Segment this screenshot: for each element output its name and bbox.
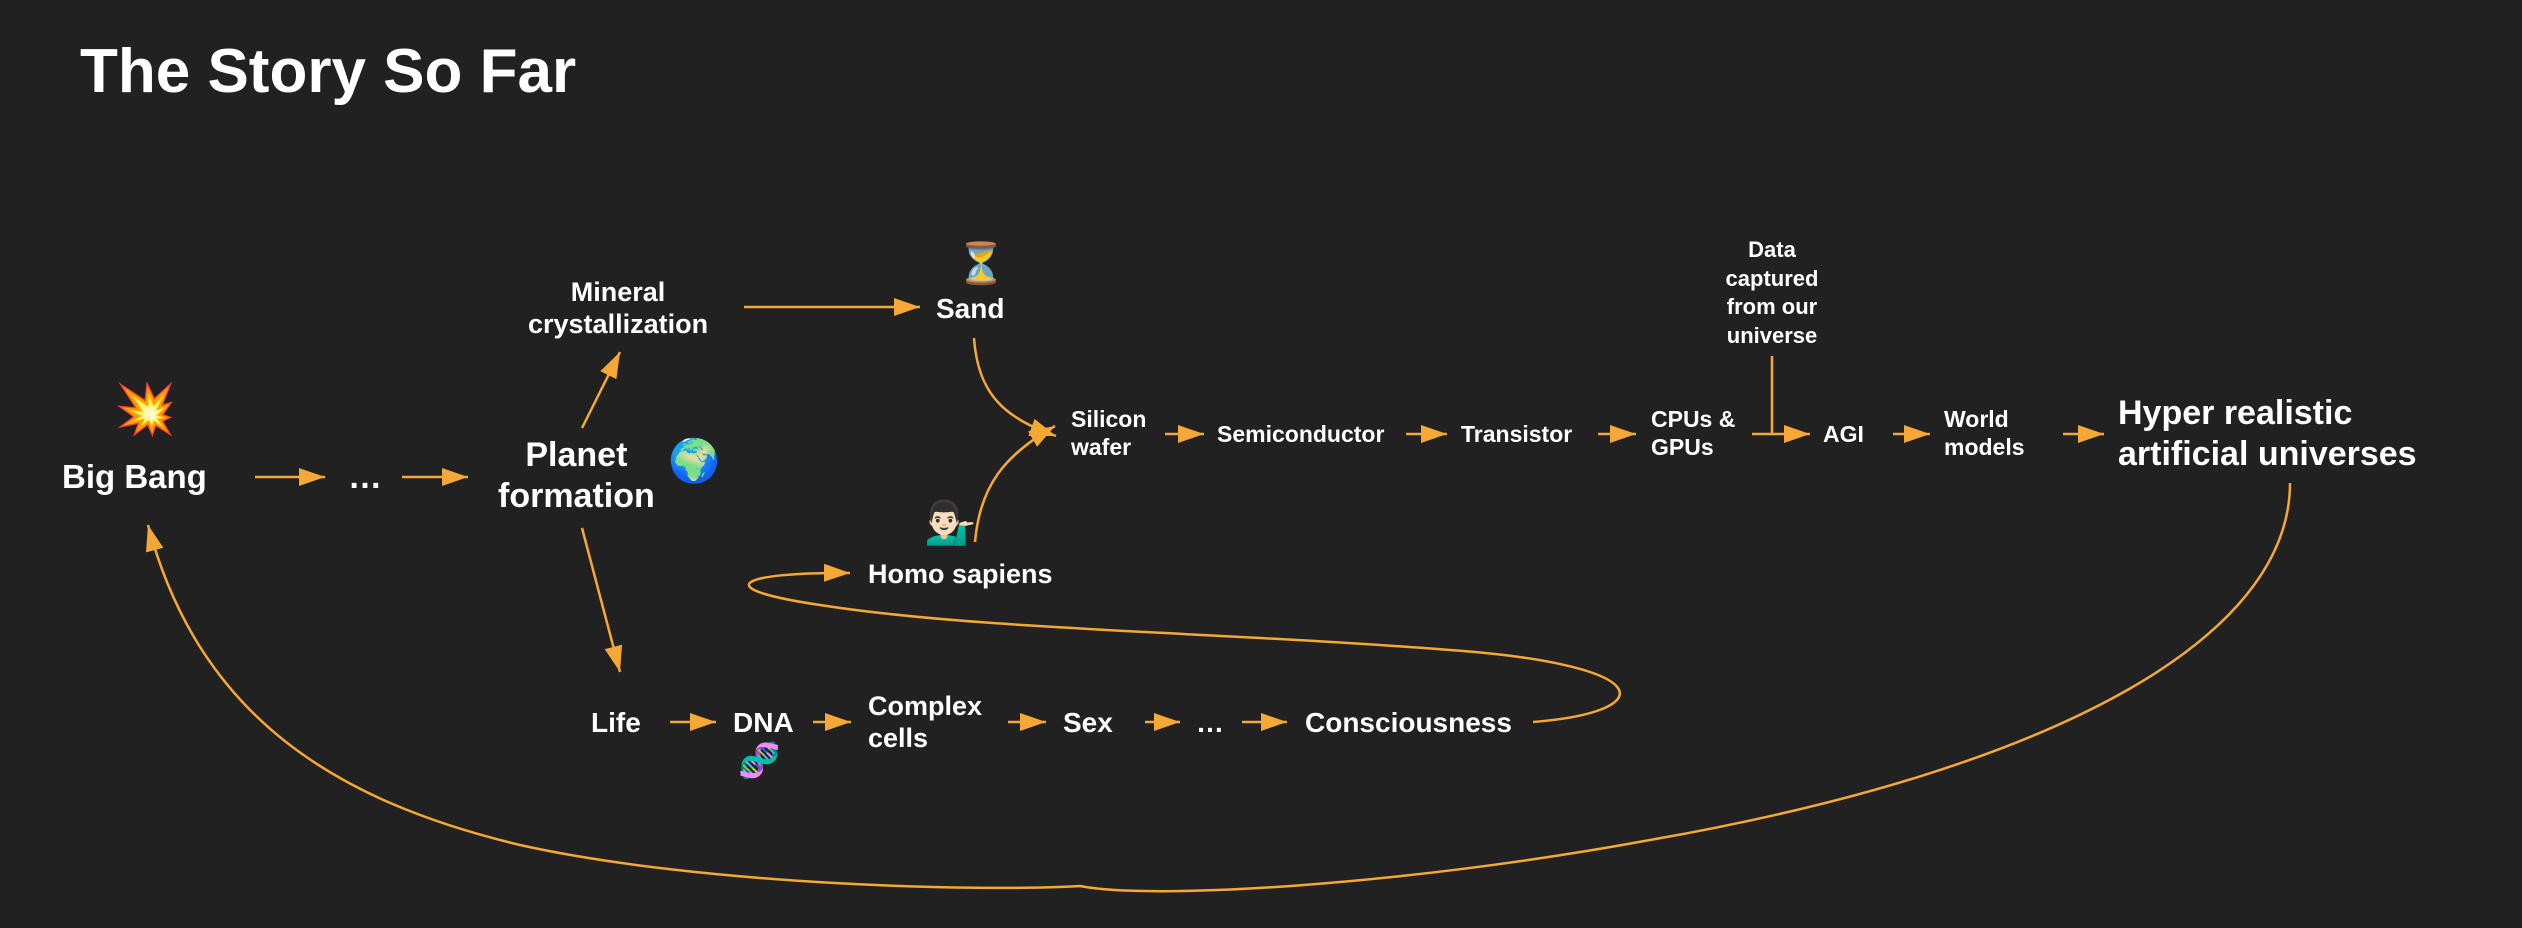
node-consciousness: Consciousness (1305, 706, 1512, 740)
node-data-line-2: captured (1725, 265, 1819, 291)
node-life: Life (591, 706, 641, 740)
node-world-line-1: World (1944, 406, 2009, 432)
page-title: The Story So Far (80, 37, 577, 106)
node-dna-label: DNA (733, 707, 794, 738)
node-mineral-crystallization: Mineral crystallization (528, 276, 708, 341)
node-big-bang-label: Big Bang (62, 458, 207, 495)
arrow-sand-silicon (972, 337, 1057, 438)
explosion-icon: 💥 (114, 380, 177, 438)
node-sex: Sex (1063, 706, 1113, 740)
node-cpus-line-2: GPUs (1651, 433, 1714, 460)
arrow-hyper-bigbang (146, 482, 2292, 893)
node-silicon-wafer: Silicon wafer (1071, 406, 1146, 461)
node-big-bang: Big Bang (62, 457, 207, 497)
node-world-line-2: models (1944, 433, 2025, 460)
node-world-models: World models (1944, 406, 2025, 461)
node-ellipsis-1: … (348, 457, 382, 498)
arrow-planet-mineral (580, 351, 622, 429)
earth-icon: 🌍 (668, 436, 721, 485)
node-ellipsis-2: … (1196, 706, 1224, 740)
hourglass-icon: ⏳ (956, 241, 1006, 287)
node-sex-label: Sex (1063, 707, 1113, 738)
node-semiconductor: Semiconductor (1217, 421, 1384, 449)
node-ellipsis-2-label: … (1196, 707, 1224, 738)
node-hyper-line-2: artificial universes (2118, 434, 2417, 473)
node-data-line-1: Data (1748, 237, 1796, 262)
node-hyper-realistic: Hyper realistic artificial universes (2118, 393, 2417, 475)
node-cpus-gpus: CPUs & GPUs (1651, 406, 1735, 461)
node-homo-sapiens-label: Homo sapiens (868, 559, 1053, 589)
node-transistor-label: Transistor (1461, 421, 1573, 447)
node-transistor: Transistor (1461, 421, 1572, 449)
node-silicon-line-1: Silicon (1071, 406, 1147, 432)
node-data-line-3: from our (1726, 294, 1818, 320)
node-sand-label: Sand (936, 293, 1005, 324)
node-mineral-line-2: crystallization (528, 309, 709, 340)
node-cpus-line-1: CPUs & (1651, 406, 1736, 432)
node-hyper-line-1: Hyper realistic (2118, 394, 2353, 432)
node-planet-line-2: formation (498, 476, 655, 515)
node-homo-sapiens: Homo sapiens (868, 558, 1053, 590)
node-planet-formation: Planet formation (498, 435, 655, 517)
node-data-captured: Data captured from our universe (1717, 236, 1827, 350)
node-consciousness-label: Consciousness (1305, 707, 1512, 738)
node-complex-cells: Complex cells (868, 690, 982, 755)
node-agi: AGI (1823, 421, 1864, 449)
node-agi-label: AGI (1823, 421, 1864, 447)
node-data-line-4: universe (1726, 322, 1818, 348)
node-mineral-line-1: Mineral (570, 277, 666, 307)
node-complex-line-2: cells (868, 723, 929, 754)
node-sand: Sand (936, 292, 1004, 326)
node-complex-line-1: Complex (868, 691, 983, 721)
node-silicon-line-2: wafer (1071, 433, 1132, 460)
node-ellipsis-1-label: … (348, 458, 382, 496)
arrow-planet-life (580, 527, 623, 673)
person-icon: 💁🏻‍♂️ (924, 498, 977, 547)
node-planet-line-1: Planet (525, 436, 628, 474)
arrow-homo-silicon (973, 424, 1056, 543)
dna-icon: 🧬 (738, 741, 781, 781)
node-semiconductor-label: Semiconductor (1217, 421, 1385, 447)
arrow-consciousness-homo (747, 563, 1621, 724)
node-life-label: Life (591, 707, 641, 738)
node-dna: DNA (733, 706, 794, 740)
